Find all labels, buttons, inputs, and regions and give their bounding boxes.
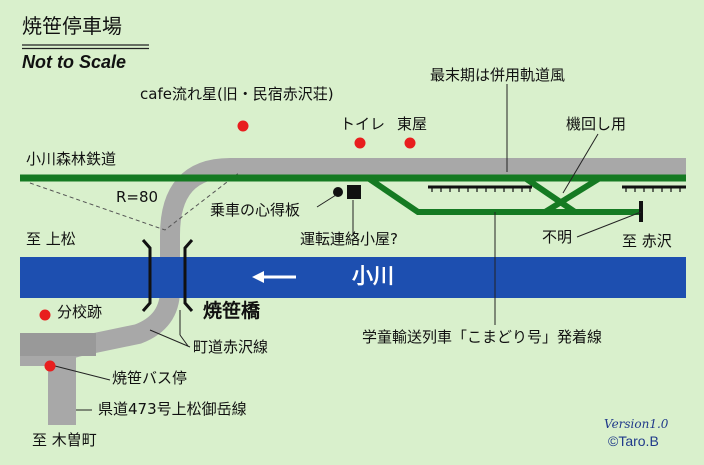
bridge-bracket-right xyxy=(183,239,194,312)
platform-right-ticks xyxy=(625,187,681,192)
cafe-dot xyxy=(237,120,249,132)
railway-label: 小川森林鉄道 xyxy=(26,150,117,168)
shelter-dot xyxy=(404,137,416,149)
boarding-sign-marker xyxy=(333,187,343,197)
school-train-siding xyxy=(366,175,640,215)
junction-pavement-2 xyxy=(48,340,96,354)
unknown-label: 不明 xyxy=(542,228,573,246)
copyright-label: ©Taro.B xyxy=(608,433,659,449)
toilet-label: トイレ xyxy=(340,115,386,133)
operation-hut-marker xyxy=(347,185,361,199)
shelter-label: 東屋 xyxy=(397,115,428,133)
leader-lines xyxy=(54,84,642,411)
prefectural-road-label: 県道473号上松御岳線 xyxy=(98,400,247,418)
toilet-dot xyxy=(354,137,366,149)
to-agematsu-label: 至 上松 xyxy=(26,230,76,248)
platform-left-ticks xyxy=(431,187,531,192)
river-ogawa xyxy=(20,257,686,298)
loop-crossover xyxy=(523,175,577,215)
radius-label: R=80 xyxy=(116,188,159,206)
boarding-sign-label: 乗車の心得板 xyxy=(210,201,301,219)
school-ruins-dot xyxy=(39,309,51,321)
train-line-label: 学童輸送列車「こまどり号」発着線 xyxy=(362,328,603,346)
prefectural-road xyxy=(48,340,76,425)
bus-stop-label: 焼笹バス停 xyxy=(112,369,188,387)
river-label: 小川 xyxy=(352,264,394,288)
version-label: Version1.0 xyxy=(604,417,669,431)
run-around-crossover xyxy=(543,175,602,215)
school-ruins-label: 分校跡 xyxy=(57,303,103,321)
bridge-label: 焼笹橋 xyxy=(203,300,261,322)
to-akasawa-label: 至 赤沢 xyxy=(622,232,672,250)
map-title: 焼笹停車場 xyxy=(22,14,122,38)
bridge-bracket-left xyxy=(141,239,152,312)
loop-track-label: 機回し用 xyxy=(566,115,627,133)
to-kisomachi-label: 至 木曽町 xyxy=(32,431,97,449)
cafe-label: cafe流れ星(旧・民宿赤沢荘) xyxy=(140,85,334,103)
scale-note: Not to Scale xyxy=(22,52,127,72)
bus-stop-dot xyxy=(44,360,56,372)
river-flow-arrowhead xyxy=(252,271,264,283)
operation-hut-label: 運転連絡小屋? xyxy=(300,230,398,248)
town-road-label: 町道赤沢線 xyxy=(193,338,269,356)
last-period-label: 最末期は併用軌道風 xyxy=(430,66,566,84)
radius-guide xyxy=(29,171,241,231)
